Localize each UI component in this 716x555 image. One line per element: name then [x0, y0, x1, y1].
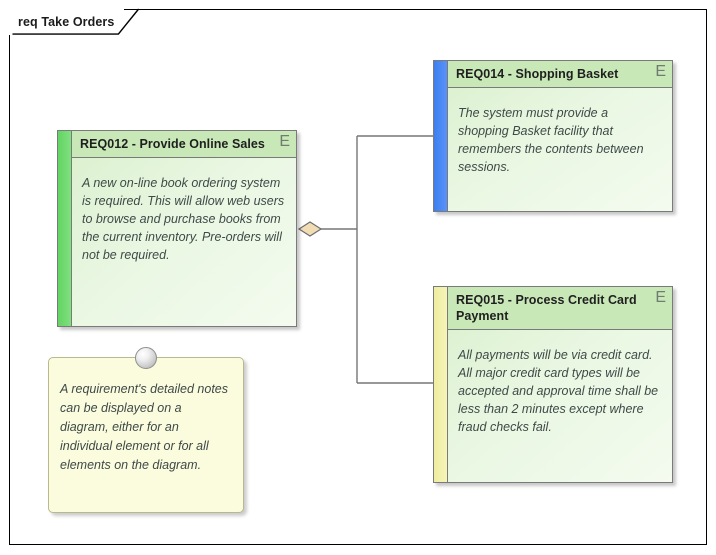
requirement-element-req012[interactable]: REQ012 - Provide Online Sales E A new on… — [57, 130, 297, 327]
req012-notes-text: A new on-line book ordering system is re… — [82, 176, 285, 262]
element-marker-icon: E — [655, 63, 666, 80]
requirement-element-req014[interactable]: REQ014 - Shopping Basket E The system mu… — [433, 60, 673, 212]
req014-header: REQ014 - Shopping Basket E — [448, 61, 672, 88]
diagram-note[interactable]: A requirement's detailed notes can be di… — [48, 347, 244, 513]
req012-body: A new on-line book ordering system is re… — [72, 158, 296, 326]
req015-body: All payments will be via credit card. Al… — [448, 330, 672, 482]
req015-status-bar — [434, 287, 448, 482]
diagram-frame-label: req Take Orders — [18, 15, 115, 29]
req015-header: REQ015 - Process Credit Card Payment E — [448, 287, 672, 330]
element-marker-icon: E — [655, 289, 666, 306]
req015-title: REQ015 - Process Credit Card Payment — [456, 293, 637, 323]
requirement-element-req015[interactable]: REQ015 - Process Credit Card Payment E A… — [433, 286, 673, 483]
req014-notes-text: The system must provide a shopping Baske… — [458, 106, 644, 174]
diagram-frame-tab: req Take Orders — [9, 9, 125, 35]
diagram-note-text: A requirement's detailed notes can be di… — [60, 382, 228, 472]
req012-header: REQ012 - Provide Online Sales E — [72, 131, 296, 158]
frame-tab-corner-cut — [12, 8, 140, 35]
req015-notes-text: All payments will be via credit card. Al… — [458, 348, 659, 434]
req014-title: REQ014 - Shopping Basket — [456, 67, 619, 81]
element-marker-icon: E — [279, 133, 290, 150]
req014-status-bar — [434, 61, 448, 211]
req012-title: REQ012 - Provide Online Sales — [80, 137, 265, 151]
req012-status-bar — [58, 131, 72, 326]
note-pin-icon — [135, 347, 157, 369]
req014-body: The system must provide a shopping Baske… — [448, 88, 672, 211]
